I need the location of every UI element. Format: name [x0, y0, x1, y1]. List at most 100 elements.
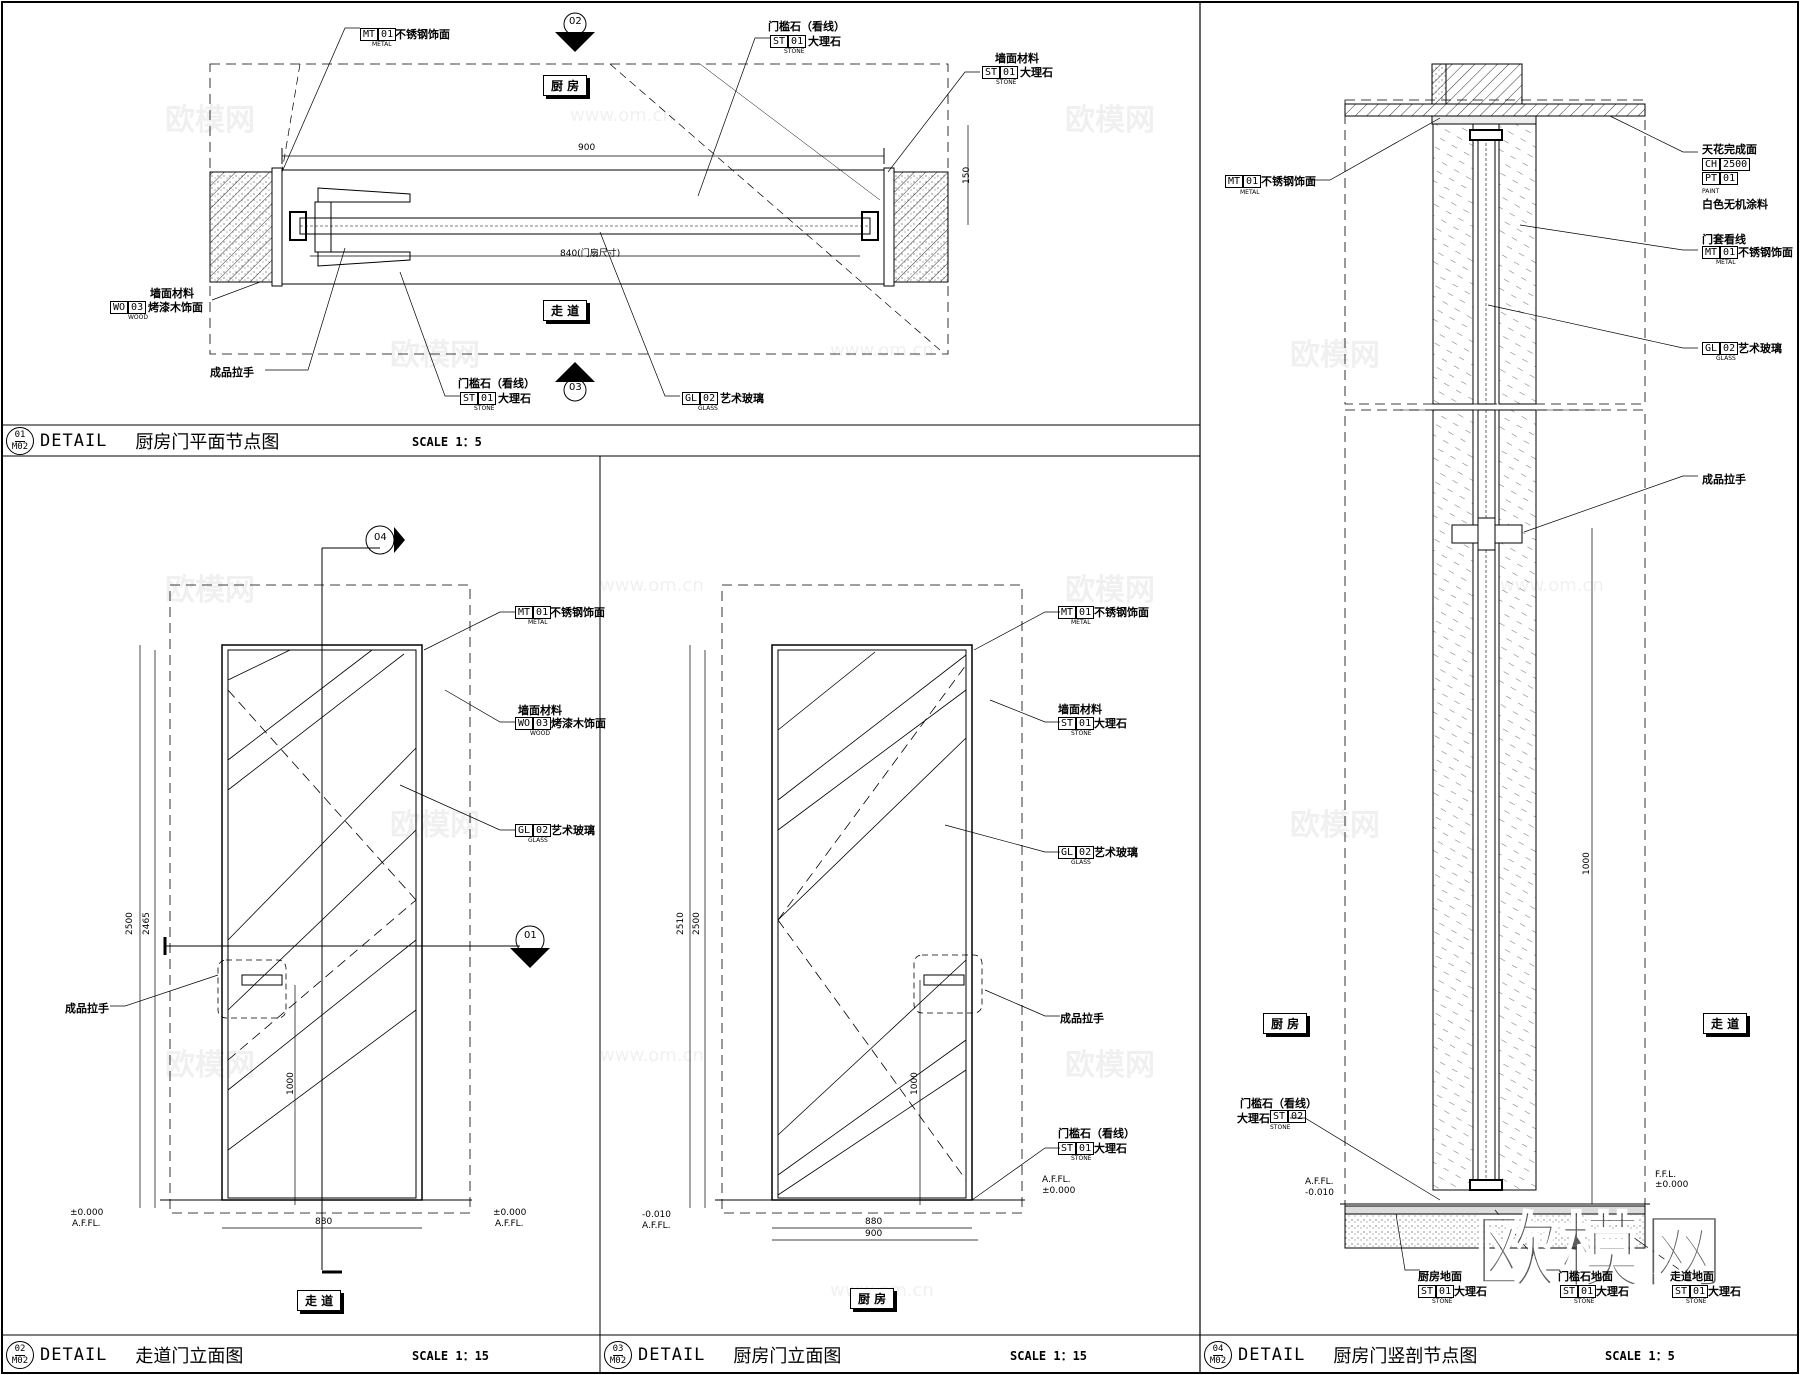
- label-stainless: 不锈钢饰面: [1738, 246, 1793, 259]
- room-tag-corridor: 走 道: [1703, 1013, 1748, 1034]
- label-marble: 大理石: [1020, 66, 1053, 79]
- detail-label: DETAIL: [40, 431, 108, 451]
- sub-stone: STONE: [1071, 1155, 1092, 1162]
- label-marble: 大理石: [1596, 1285, 1629, 1298]
- sub-glass: GLASS: [1071, 859, 1091, 866]
- watermark: 欧模网: [1065, 1048, 1155, 1083]
- label-paint-white: 白色无机涂料: [1702, 198, 1768, 211]
- label-handle: 成品拉手: [1060, 1012, 1104, 1025]
- sub-glass: GLASS: [698, 405, 718, 412]
- sub-stone: STONE: [1432, 1298, 1453, 1305]
- label-threshold-floor: 门槛石地面: [1558, 1270, 1613, 1283]
- detail-title: 厨房门立面图: [733, 1346, 842, 1367]
- dim-840: 840(门扇尺寸): [560, 249, 621, 259]
- sub-stone: STONE: [784, 48, 805, 55]
- section-marker: 03: [569, 382, 582, 393]
- dim-2465: 2465: [142, 912, 152, 935]
- ffl-value: ±0.000: [493, 1208, 527, 1218]
- sub-stone: STONE: [996, 79, 1017, 86]
- detail-scale: SCALE 1：5: [1605, 1348, 1675, 1363]
- label-handle: 成品拉手: [210, 366, 254, 379]
- sub-glass: GLASS: [1716, 355, 1736, 362]
- watermark: 欧模网: [165, 1048, 255, 1083]
- dim-880: 880: [865, 1217, 883, 1227]
- sub-glass: GLASS: [528, 837, 548, 844]
- watermark-url: www.om.cn: [1500, 575, 1604, 596]
- afl-label: A.F.FL.: [1042, 1175, 1071, 1185]
- watermark: 欧模网: [165, 103, 255, 138]
- label-art-glass: 艺术玻璃: [551, 824, 595, 837]
- afl-label: A.F.FL.: [642, 1221, 671, 1231]
- label-wall-material: 墙面材料: [995, 52, 1039, 65]
- dim-150: 150: [962, 166, 972, 184]
- dim-2500: 2500: [692, 912, 702, 935]
- label-stainless: 不锈钢饰面: [1094, 606, 1149, 619]
- room-tag-corridor: 走 道: [297, 1290, 342, 1311]
- label-marble: 大理石: [1094, 717, 1127, 730]
- afl-label: A.F.FL.: [72, 1219, 101, 1229]
- dim-880: 880: [315, 1217, 333, 1227]
- label-kitchen-floor: 厨房地面: [1418, 1270, 1462, 1283]
- ffl-value: ±0.000: [1042, 1186, 1076, 1196]
- label-marble: 大理石: [808, 35, 841, 48]
- label-wall-material: 墙面材料: [518, 704, 562, 717]
- label-threshold: 门槛石（看线）: [1240, 1097, 1317, 1110]
- detail-title: 厨房门竖剖节点图: [1333, 1346, 1478, 1367]
- watermark: 欧模网: [1065, 103, 1155, 138]
- detail-title: 厨房门平面节点图: [135, 432, 280, 453]
- sub-stone: STONE: [474, 405, 495, 412]
- room-tag-corridor: 走 道: [543, 300, 588, 321]
- room-tag-kitchen: 厨 房: [850, 1288, 895, 1309]
- detail-scale: SCALE 1：15: [412, 1348, 490, 1363]
- label-art-glass: 艺术玻璃: [1094, 846, 1138, 859]
- ffl-value: -0.010: [642, 1210, 672, 1220]
- label-ceiling: 天花完成面: [1702, 143, 1757, 156]
- room-tag-kitchen: 厨 房: [1263, 1013, 1308, 1034]
- sub-metal: METAL: [528, 619, 548, 626]
- kitchen-elevation: [689, 584, 1060, 1241]
- afl-label: A.F.FL.: [495, 1219, 524, 1229]
- sub-wood: WOOD: [128, 314, 148, 321]
- watermark-logo: 欧模网: [1474, 1204, 1728, 1301]
- detail-scale: SCALE 1：5: [412, 434, 482, 449]
- ffl-label: F.F.L.: [1655, 1170, 1677, 1180]
- corridor-elevation: [110, 525, 550, 1274]
- afl-label: A.F.FL.: [1305, 1177, 1334, 1187]
- sub-stone: STONE: [1686, 1298, 1707, 1305]
- label-threshold: 门槛石（看线）: [458, 377, 535, 390]
- dim-1000: 1000: [1582, 852, 1592, 875]
- room-tag-kitchen: 厨 房: [543, 75, 588, 96]
- dim-1000: 1000: [286, 1072, 296, 1095]
- dim-900: 900: [578, 143, 596, 153]
- ffl-value: -0.010: [1305, 1188, 1335, 1198]
- watermark-url: www.om.cn: [830, 340, 934, 361]
- detail-scale: SCALE 1：15: [1010, 1348, 1088, 1363]
- label-door-frame: 门套看线: [1702, 233, 1746, 246]
- watermark-url: www.om.cn: [600, 575, 704, 596]
- watermark: 欧模网: [1065, 573, 1155, 608]
- sub-metal: METAL: [1240, 189, 1260, 196]
